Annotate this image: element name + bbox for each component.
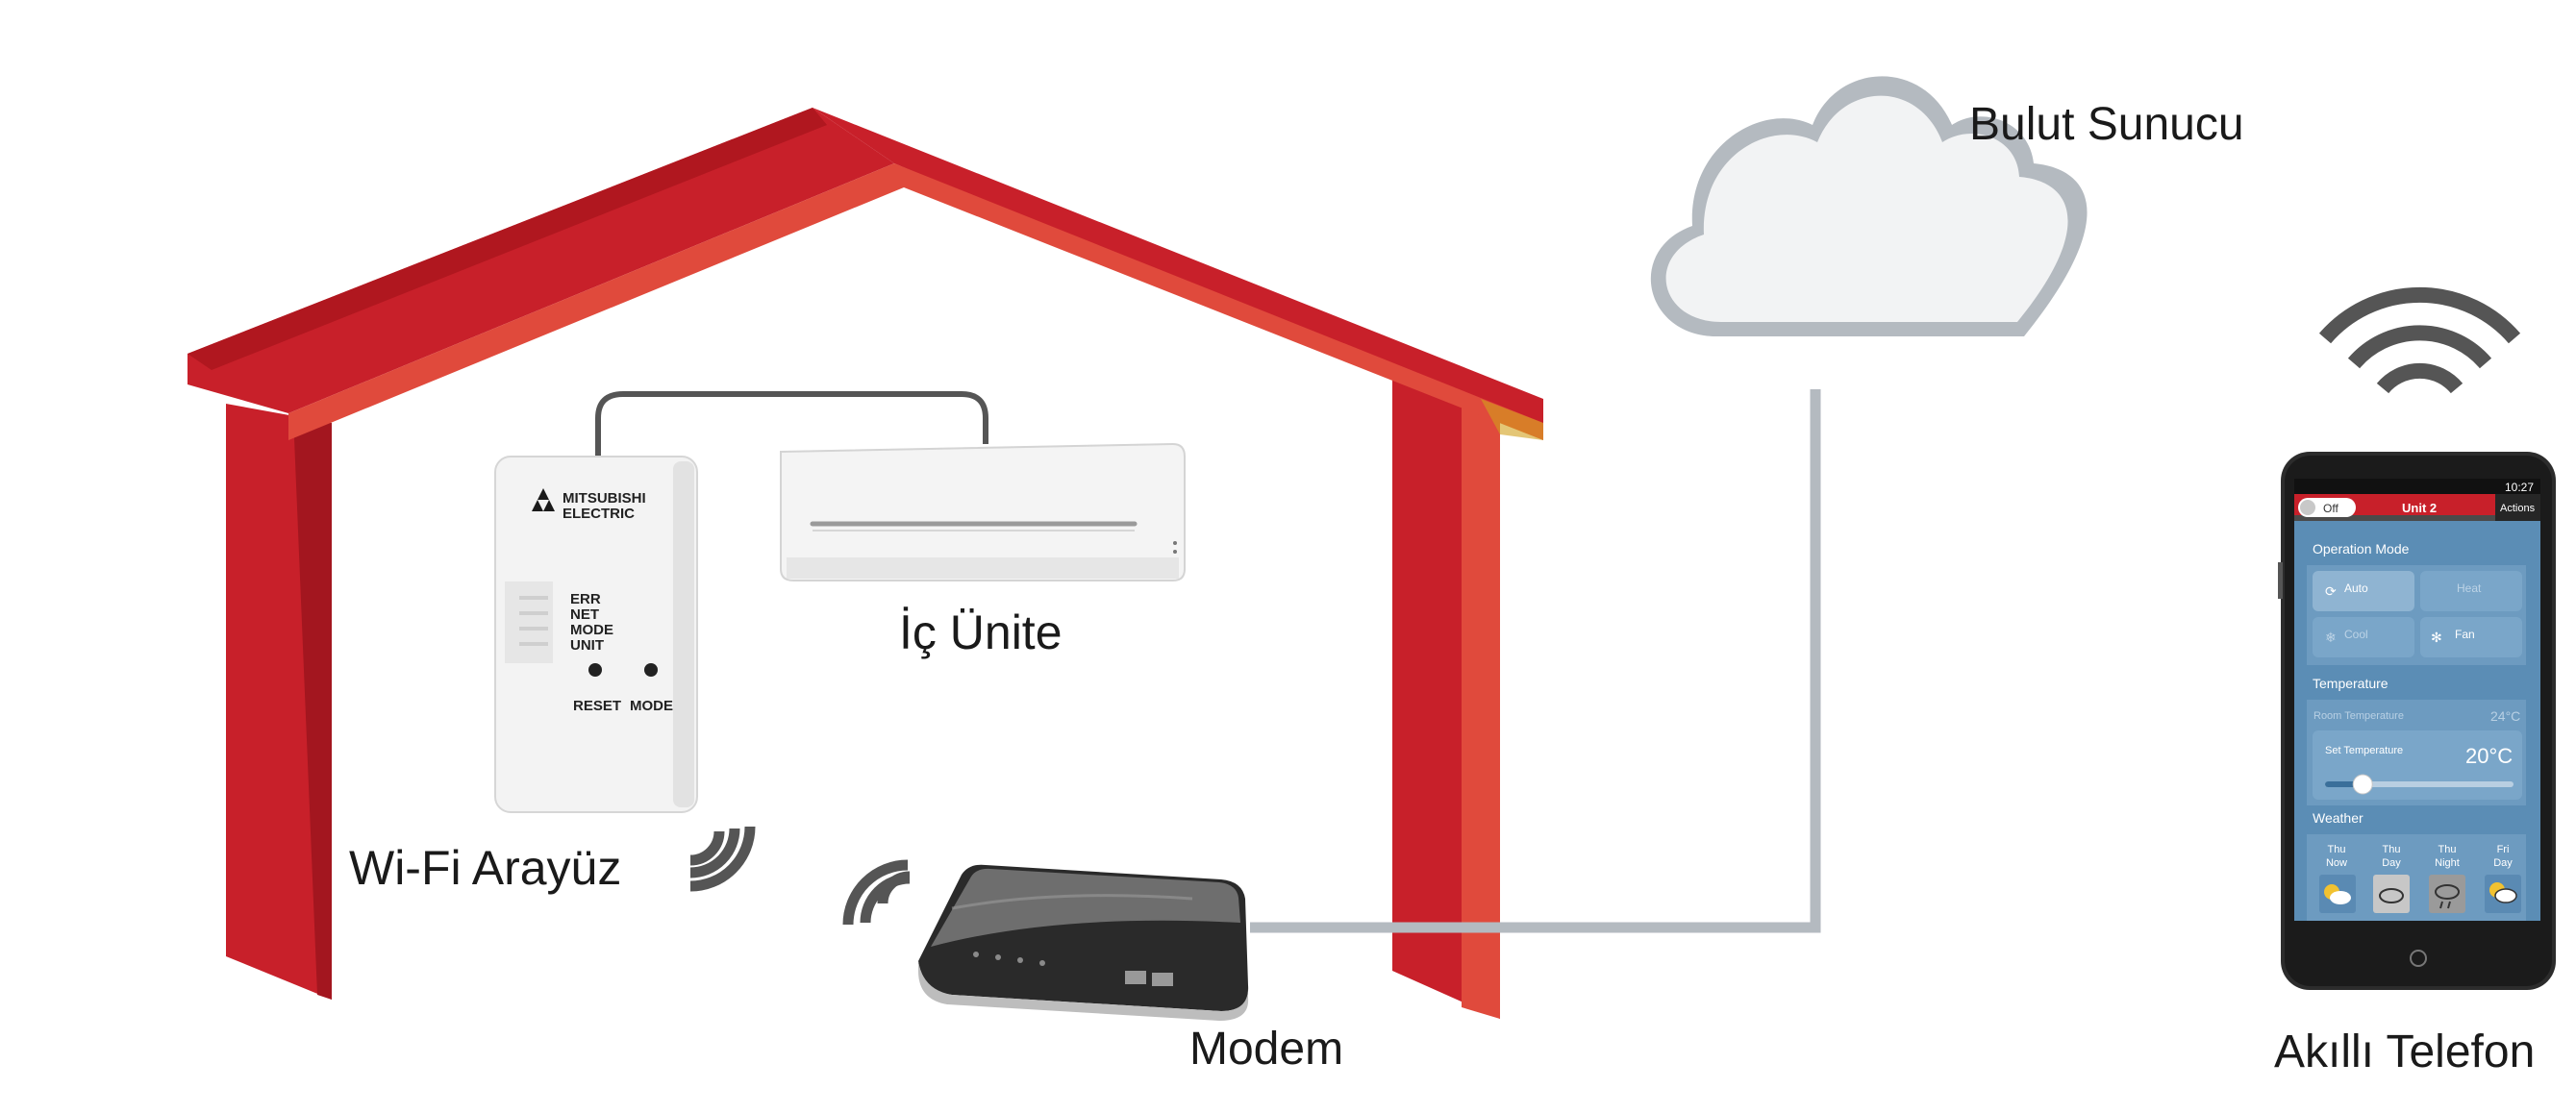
phone-wifi-icon bbox=[2318, 286, 2521, 394]
house-outline bbox=[188, 108, 1543, 1019]
operation-mode-heading: Operation Mode bbox=[2313, 541, 2410, 556]
adapter-brand-line2: ELECTRIC bbox=[563, 506, 635, 522]
weather-day-period: Day bbox=[2382, 857, 2401, 869]
wifi-adapter-device: MITSUBISHI ELECTRIC ERR NET MODE UNIT RE… bbox=[494, 456, 698, 813]
weather-day-period: Day bbox=[2493, 857, 2513, 869]
weather-day-3: Fri Day bbox=[2485, 844, 2521, 913]
smartphone-device: 10:27 Off Unit 2 Actions Operation Mode … bbox=[2278, 452, 2556, 990]
power-toggle-label: Off bbox=[2323, 502, 2338, 515]
weather-day-period: Night bbox=[2435, 857, 2460, 869]
weather-day-1: Thu Day bbox=[2373, 844, 2410, 913]
led-label-net: NET bbox=[570, 606, 599, 623]
led-label-mode: MODE bbox=[570, 622, 613, 638]
mode-auto-button[interactable] bbox=[2313, 571, 2414, 611]
indoor-unit-label: İç Ünite bbox=[899, 606, 1063, 659]
weather-day-period: Now bbox=[2326, 857, 2347, 869]
cloud-server-icon bbox=[1650, 76, 2088, 336]
mitsubishi-logo-icon bbox=[532, 488, 555, 511]
temperature-heading: Temperature bbox=[2313, 676, 2388, 691]
set-temperature-value: 20°C bbox=[2465, 744, 2513, 768]
mode-fan-button[interactable] bbox=[2420, 617, 2522, 657]
weather-heading: Weather bbox=[2313, 810, 2363, 826]
weather-day-name: Thu bbox=[2438, 844, 2457, 855]
rain-cloud-icon bbox=[2435, 884, 2460, 900]
set-temperature-label: Set Temperature bbox=[2325, 745, 2403, 756]
unit-title: Unit 2 bbox=[2402, 501, 2437, 515]
weather-day-name: Thu bbox=[2383, 844, 2401, 855]
power-toggle[interactable]: Off bbox=[2298, 498, 2356, 517]
modem-wifi-icon bbox=[842, 859, 911, 926]
led-label-unit: UNIT bbox=[570, 637, 604, 654]
mode-button[interactable] bbox=[644, 663, 658, 677]
led-label-err: ERR bbox=[570, 591, 601, 607]
reset-button[interactable] bbox=[588, 663, 602, 677]
adapter-wire bbox=[595, 391, 988, 459]
weather-day-name: Thu bbox=[2328, 844, 2346, 855]
network-cable bbox=[1250, 389, 1821, 933]
wifi-interface-label: Wi-Fi Arayüz bbox=[349, 841, 621, 895]
room-temperature-label: Room Temperature bbox=[2313, 710, 2404, 722]
weather-day-0: Thu Now bbox=[2319, 844, 2356, 913]
adapter-brand-line1: MITSUBISHI bbox=[563, 490, 646, 507]
temperature-slider-knob[interactable] bbox=[2352, 774, 2373, 795]
fan-icon: ✻ bbox=[2431, 630, 2442, 645]
modem-device bbox=[918, 864, 1249, 1021]
temperature-slider[interactable] bbox=[2325, 774, 2513, 795]
mode-cool-button[interactable] bbox=[2313, 617, 2414, 657]
mode-auto-label: Auto bbox=[2344, 581, 2368, 595]
status-time: 10:27 bbox=[2505, 481, 2534, 494]
room-temperature-value: 24°C bbox=[2490, 708, 2520, 724]
snowflake-icon: ❄ bbox=[2325, 631, 2337, 646]
mode-fan-label: Fan bbox=[2455, 628, 2475, 641]
actions-button[interactable] bbox=[2495, 494, 2540, 521]
weather-day-name: Fri bbox=[2497, 844, 2510, 855]
reset-button-label: RESET bbox=[573, 698, 621, 714]
cloud-icon bbox=[2379, 888, 2404, 903]
mode-auto-refresh-icon: ⟳ bbox=[2325, 583, 2337, 599]
weather-day-2: Thu Night bbox=[2429, 844, 2465, 913]
mode-heat-label: Heat bbox=[2457, 581, 2482, 595]
cloud-icon bbox=[2494, 888, 2517, 903]
cloud-icon bbox=[2330, 891, 2351, 904]
cloud-server-label: Bulut Sunucu bbox=[1969, 99, 2244, 150]
mode-heat-button[interactable] bbox=[2420, 571, 2522, 611]
indoor-ac-unit bbox=[780, 442, 1186, 581]
adapter-wifi-icon bbox=[689, 826, 756, 892]
modem-label: Modem bbox=[1189, 1024, 1343, 1075]
mode-button-label: MODE bbox=[630, 698, 673, 714]
mode-cool-label: Cool bbox=[2344, 628, 2368, 641]
smartphone-label: Akıllı Telefon bbox=[2274, 1026, 2535, 1077]
actions-button-label: Actions bbox=[2500, 503, 2536, 514]
